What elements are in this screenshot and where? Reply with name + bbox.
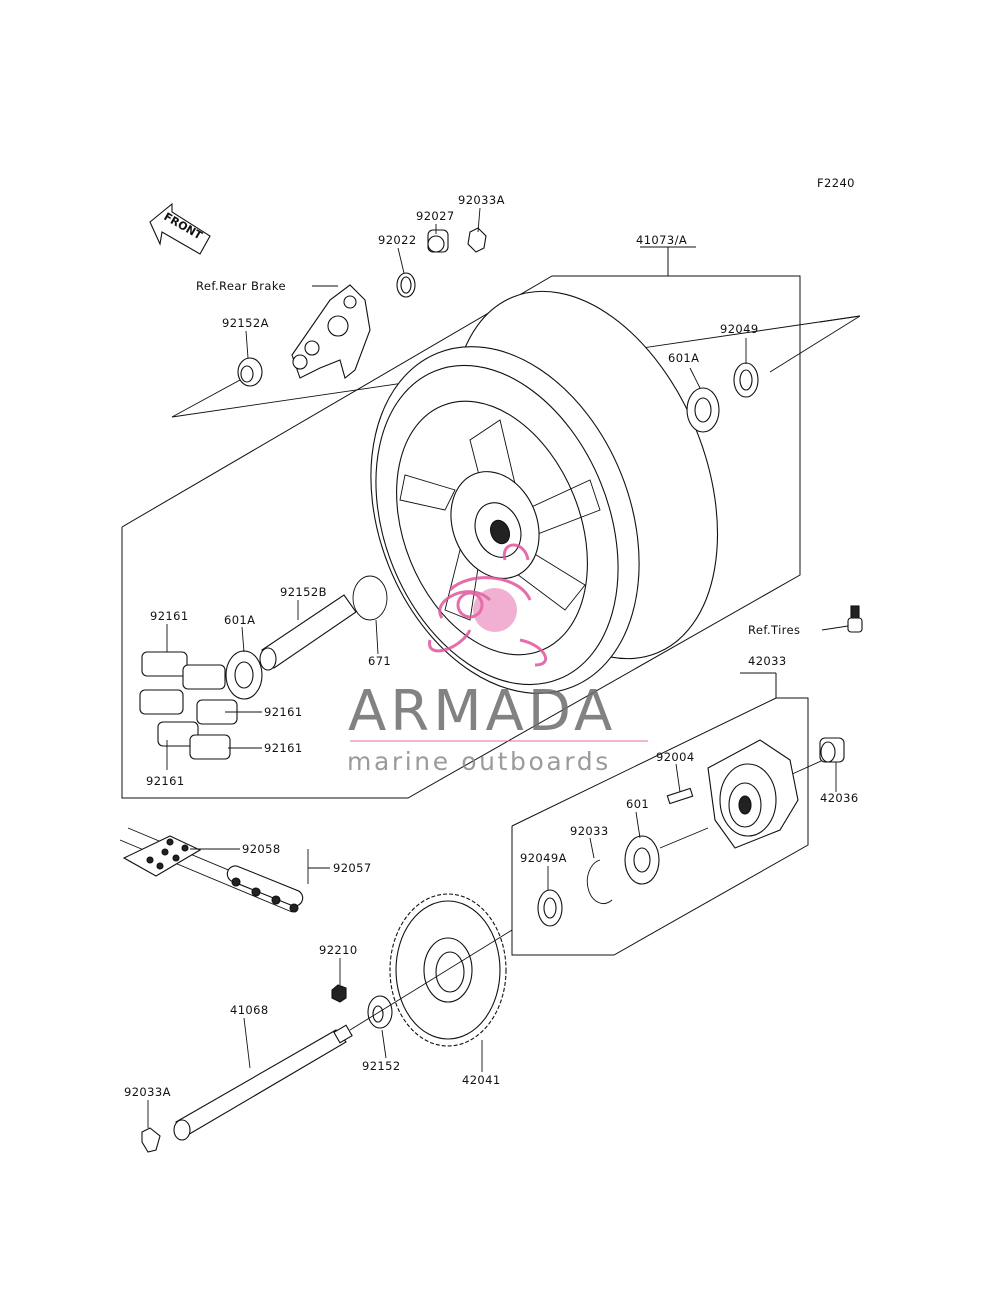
- label-92152B: 92152B: [280, 585, 327, 599]
- label-601A-left: 601A: [224, 613, 255, 627]
- label-41068: 41068: [230, 1003, 269, 1017]
- figure-code: F2240: [817, 176, 855, 190]
- label-92033A-top: 92033A: [458, 193, 505, 207]
- part-601A-right: [686, 387, 720, 433]
- label-671: 671: [368, 654, 391, 668]
- part-92004-stud: [666, 787, 694, 805]
- label-41073A: 41073/A: [636, 233, 687, 247]
- brake-bracket: [291, 284, 371, 379]
- label-92049A: 92049A: [520, 851, 567, 865]
- armada-logo-icon: [428, 543, 548, 667]
- armada-watermark: ARMADA marine outboards: [347, 543, 648, 776]
- label-92161-d: 92161: [146, 774, 185, 788]
- watermark-tagline: marine outboards: [347, 747, 611, 776]
- part-92033-circlip: [586, 859, 613, 904]
- label-92033: 92033: [570, 824, 609, 838]
- part-92049: [733, 362, 759, 398]
- label-42033: 42033: [748, 654, 787, 668]
- front-arrow-icon: FRONT: [149, 202, 211, 255]
- part-92027: [427, 229, 449, 253]
- part-601: [624, 835, 660, 885]
- label-92152A: 92152A: [222, 316, 269, 330]
- part-92152A: [237, 357, 263, 387]
- part-92210-nut: [331, 984, 347, 1003]
- label-42036: 42036: [820, 791, 859, 805]
- label-92161-c: 92161: [264, 741, 303, 755]
- label-92058: 92058: [242, 842, 281, 856]
- label-92210: 92210: [319, 943, 358, 957]
- drive-chain: [119, 827, 304, 913]
- part-92152B-collar: [259, 594, 357, 671]
- part-42036: [819, 737, 845, 763]
- part-92022: [396, 272, 416, 298]
- label-42041: 42041: [462, 1073, 501, 1087]
- dampers-92161: [139, 651, 238, 760]
- hub-assembly-frame: [511, 672, 809, 956]
- label-92022: 92022: [378, 233, 417, 247]
- label-92027: 92027: [416, 209, 455, 223]
- part-42033-hub: [707, 739, 799, 849]
- part-92049A: [537, 889, 563, 927]
- label-92049: 92049: [720, 322, 759, 336]
- label-92033A-bottom: 92033A: [124, 1085, 171, 1099]
- label-ref-tires: Ref.Tires: [748, 623, 800, 637]
- part-92033A-bottom: [141, 1127, 161, 1153]
- label-ref-rear-brake: Ref.Rear Brake: [196, 279, 286, 293]
- part-92033A-top: [467, 227, 487, 253]
- rear-wheel: [370, 290, 719, 694]
- label-92161-b: 92161: [264, 705, 303, 719]
- label-92004: 92004: [656, 750, 695, 764]
- label-92161-a: 92161: [150, 609, 189, 623]
- tire-valve-icon: [847, 605, 863, 633]
- part-671-oring: [352, 575, 388, 621]
- label-92152: 92152: [362, 1059, 401, 1073]
- part-41068-axle: [173, 1024, 353, 1141]
- wheel-assembly-frame: [121, 246, 801, 799]
- leader-lines: [147, 207, 849, 1128]
- label-92057: 92057: [333, 861, 372, 875]
- label-601: 601: [626, 797, 649, 811]
- label-601A-right: 601A: [668, 351, 699, 365]
- part-601A-left: [225, 650, 263, 700]
- watermark-brand: ARMADA: [348, 679, 616, 744]
